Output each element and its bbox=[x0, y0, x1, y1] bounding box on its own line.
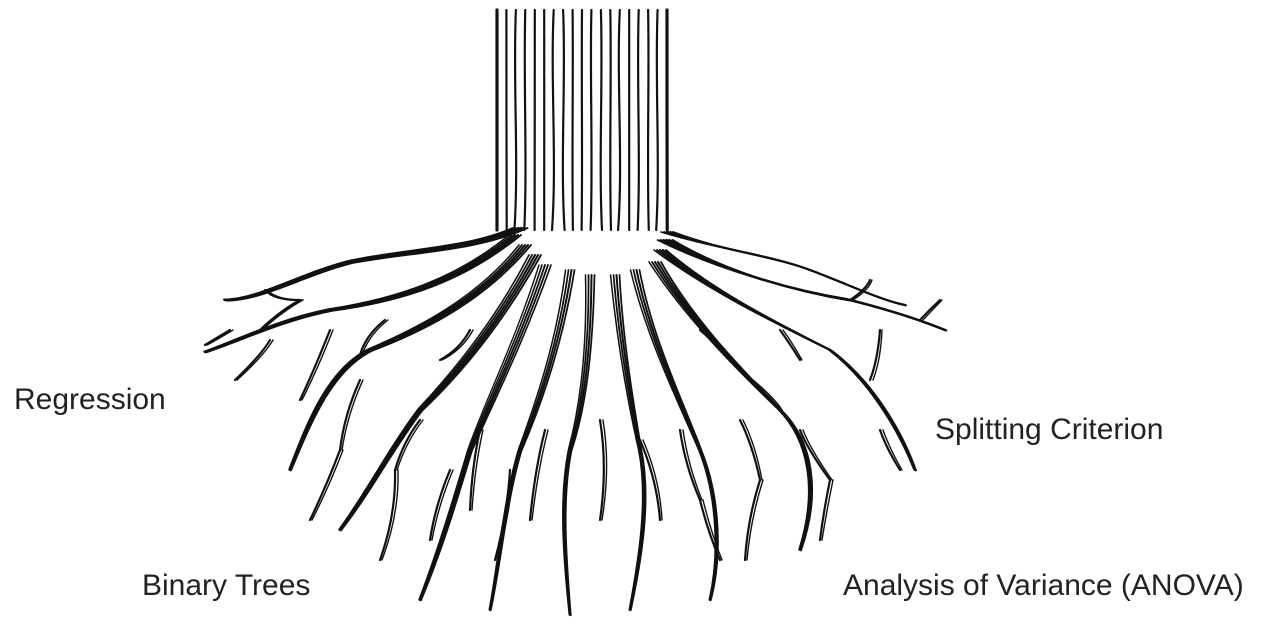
root-tip bbox=[820, 480, 830, 540]
trunk-grain bbox=[618, 10, 620, 230]
root-tip bbox=[342, 380, 363, 450]
root-strand bbox=[631, 270, 716, 600]
trunk-grain bbox=[563, 10, 565, 230]
root-tip bbox=[380, 470, 395, 560]
trunk-grain bbox=[591, 10, 592, 230]
trunk-grain bbox=[648, 10, 649, 230]
root-tip bbox=[312, 450, 343, 520]
trunk-grain bbox=[610, 10, 611, 230]
root-strand bbox=[673, 232, 906, 305]
trunk-grain bbox=[601, 10, 602, 230]
label-regression: Regression bbox=[14, 383, 166, 417]
root-tip bbox=[683, 430, 702, 500]
root-strand bbox=[637, 270, 718, 600]
tree-roots bbox=[204, 228, 946, 615]
root-strand bbox=[658, 240, 944, 330]
trunk-grain bbox=[552, 10, 554, 230]
trunk-grain bbox=[638, 10, 639, 230]
label-binary-trees: Binary Trees bbox=[142, 569, 310, 603]
root-strand bbox=[663, 250, 916, 470]
root-strand bbox=[640, 270, 718, 600]
root-strand bbox=[655, 262, 810, 550]
root-tip bbox=[235, 340, 270, 380]
trunk-grain bbox=[514, 10, 516, 230]
root-tip bbox=[532, 430, 548, 520]
label-splitting-criterion: Splitting Criterion bbox=[935, 413, 1163, 447]
root-tip bbox=[880, 430, 900, 470]
root-strand bbox=[652, 262, 810, 550]
root-tip bbox=[530, 430, 545, 520]
root-tip bbox=[600, 420, 604, 520]
root-tip bbox=[310, 450, 340, 520]
label-anova: Analysis of Variance (ANOVA) bbox=[843, 569, 1244, 603]
root-strand bbox=[634, 270, 717, 600]
trunk-grain bbox=[524, 10, 525, 230]
root-tip bbox=[740, 420, 760, 480]
root-strand bbox=[661, 240, 945, 330]
root-strand bbox=[649, 262, 809, 550]
trunk-grain bbox=[656, 10, 658, 230]
root-tip bbox=[262, 300, 303, 330]
root-tip bbox=[920, 300, 940, 320]
root-tip bbox=[923, 300, 942, 320]
tree-trunk bbox=[497, 10, 667, 230]
